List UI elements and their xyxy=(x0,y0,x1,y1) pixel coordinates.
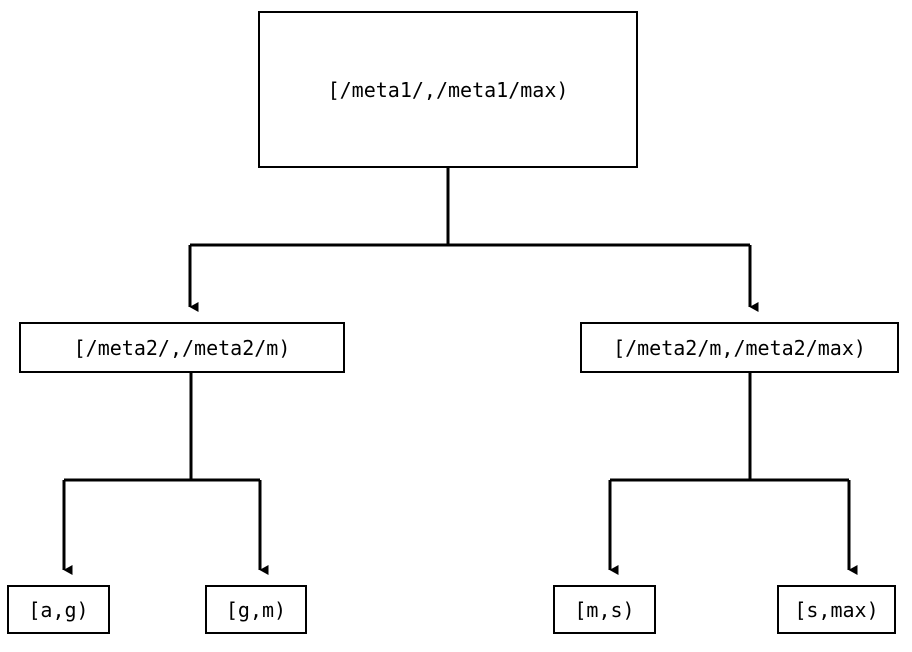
tree-node-leaf-ag-label: [a,g) xyxy=(28,597,89,622)
edge-low-to-leaf-ag xyxy=(62,373,260,575)
tree-node-leaf-smax-label: [s,max) xyxy=(794,597,879,622)
tree-node-leaf-smax[interactable]: [s,max) xyxy=(777,585,896,634)
tree-node-leaf-gm[interactable]: [g,m) xyxy=(205,585,307,634)
tree-node-leaf-ms-label: [m,s) xyxy=(574,597,635,622)
tree-node-meta2-low-label: [/meta2/,/meta2/m) xyxy=(73,335,291,360)
tree-node-leaf-ag[interactable]: [a,g) xyxy=(7,585,110,634)
edge-root-to-meta2-low xyxy=(188,168,750,312)
tree-node-root[interactable]: [/meta1/,/meta1/max) xyxy=(258,11,638,168)
tree-node-root-label: [/meta1/,/meta1/max) xyxy=(327,77,569,102)
tree-node-leaf-ms[interactable]: [m,s) xyxy=(553,585,656,634)
tree-node-meta2-high-label: [/meta2/m,/meta2/max) xyxy=(613,335,866,360)
tree-node-leaf-gm-label: [g,m) xyxy=(225,597,287,622)
tree-node-meta2-high[interactable]: [/meta2/m,/meta2/max) xyxy=(580,322,899,373)
tree-node-meta2-low[interactable]: [/meta2/,/meta2/m) xyxy=(19,322,345,373)
edge-high-to-leaf-ms xyxy=(608,373,849,575)
